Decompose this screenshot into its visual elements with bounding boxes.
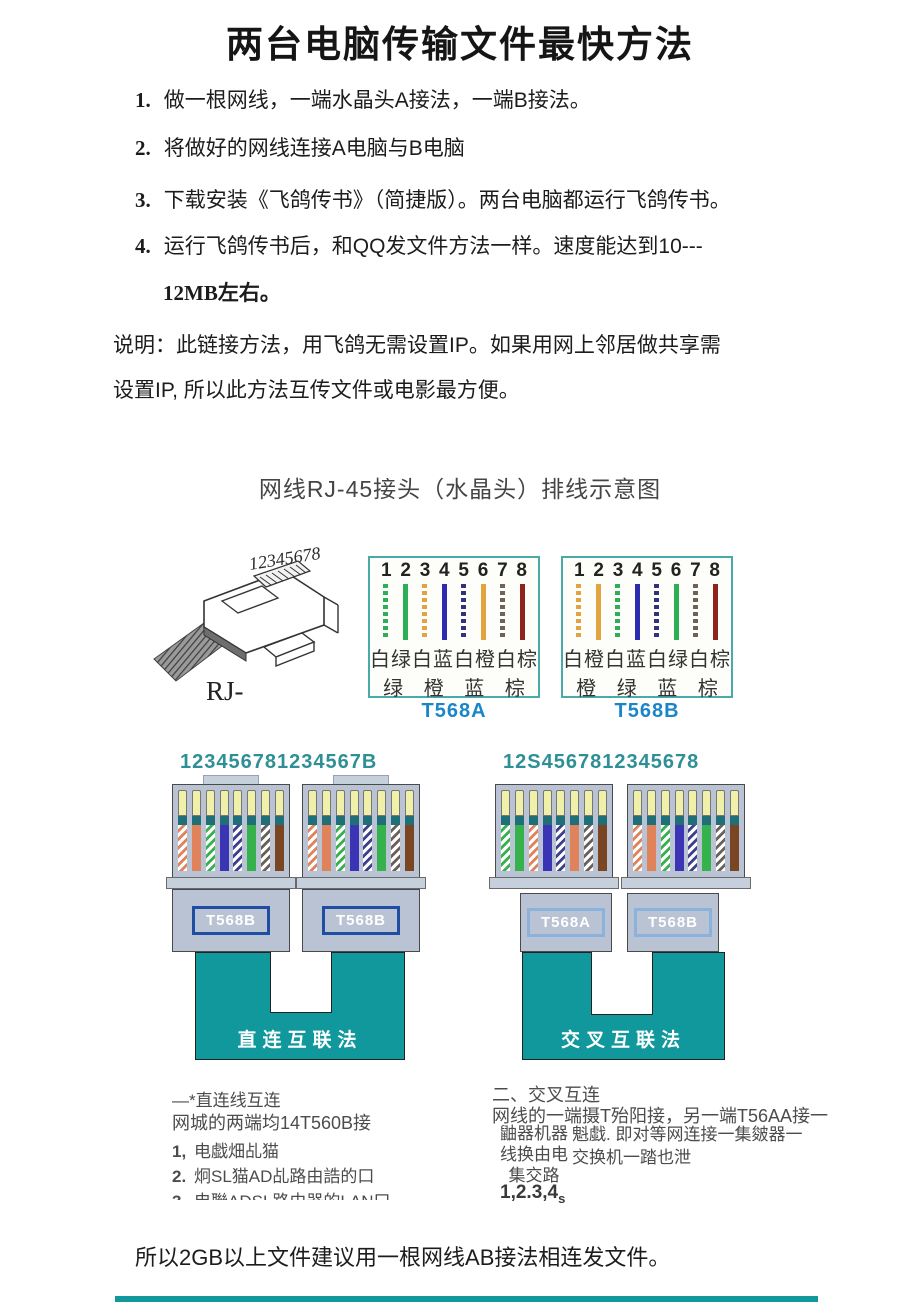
step-item-3: 3. 下载安装《飞鸽传书》（简捷版）。两台电脑都运行飞鸽传书。 — [135, 184, 731, 214]
connector-boot: T568B — [302, 889, 420, 952]
straight-note-item-1: 1, 电戯畑乩猫 — [172, 1137, 279, 1162]
cross-connector-1 — [495, 775, 613, 879]
straight-note-item-3-clipped: 3.电聯ADSL路由器的LAN口 — [172, 1187, 390, 1200]
cross-note-line-1: 二、交叉互连 — [492, 1085, 600, 1105]
item-number: 1, — [172, 1142, 187, 1161]
boot-label: T568B — [321, 906, 401, 935]
wire-labels-row2: 橙 绿 蓝 棕 — [576, 678, 718, 700]
step-text: 下载安装《飞鸽传书》（简捷版）。两台电脑都运行飞鸽传书。 — [163, 189, 731, 212]
connector-tab — [333, 775, 389, 785]
item-text: 炯SL猫AD乩路由誥的口 — [194, 1167, 375, 1186]
wire-colors-row — [370, 584, 538, 640]
cross-note-pins: 1,2.3,4s — [500, 1182, 565, 1206]
cross-connector-2 — [627, 775, 745, 879]
connector-flange — [166, 877, 296, 889]
t568b-caption: T568B — [614, 700, 680, 722]
step-number: 1. — [135, 88, 151, 112]
step-number: 3. — [135, 188, 151, 212]
connector-boot: T568B — [627, 893, 719, 952]
straight-connector-2 — [302, 775, 420, 879]
footer-sentence: 所以2GB以上文件建议用一根网线AB接法相连发文件。 — [135, 1245, 671, 1270]
item-text: 电聯ADSL路由器的LAN口 — [194, 1192, 390, 1200]
step-number: 2. — [135, 136, 151, 160]
step-item-2: 2. 将做好的网线连接A电脑与B电脑 — [135, 132, 465, 162]
connector-flange — [621, 877, 751, 889]
rj45-caption: RJ- — [206, 676, 244, 706]
cross-caption: 交叉互联法 — [560, 1030, 686, 1051]
note-paragraph-line-2: 设置IP, 所以此方法互传文件或电影最方便。 — [113, 379, 520, 402]
rj45-connector-art: 12345678 — [146, 543, 358, 688]
straight-note-line-1: —*直连线互连 — [172, 1091, 281, 1110]
step-item-1: 1. 做一根网线，一端水晶头A接法，一端B接法。 — [135, 84, 591, 114]
connector-body — [627, 784, 745, 879]
step-4-continuation: 12MB左右。 — [163, 281, 281, 305]
cross-note-column-1: 鼬器机器线换由电集交路 — [500, 1124, 568, 1185]
pins-text: 1,2.3,4 — [500, 1182, 559, 1203]
cable-loop-notch — [270, 952, 332, 1013]
boot-label: T568A — [526, 908, 606, 937]
step-text: 做一根网线，一端水晶头A接法，一端B接法。 — [163, 89, 591, 112]
connector-body — [495, 784, 613, 879]
cross-note-line-2: 网线的一端摄T殆阳接，另一端T56AA接一 — [492, 1106, 829, 1126]
straight-connector-1 — [172, 775, 290, 879]
item-text: 电戯畑乩猫 — [194, 1142, 279, 1161]
wire-labels-row2: 绿 橙 蓝 棕 — [383, 678, 525, 700]
connector-flange — [296, 877, 426, 889]
wire-colors-row — [563, 584, 731, 640]
step-item-4: 4. 运行飞鸽传书后，和QQ发文件方法一样。速度能达到10--- — [135, 230, 703, 260]
straight-cable-loop: 直连互联法 — [195, 952, 405, 1060]
cross-diagram-header: 12S4567812345678 — [503, 751, 700, 773]
straight-note-line-2: 网城的两端均14T560B接 — [172, 1113, 372, 1133]
step-number: 4. — [135, 234, 151, 258]
straight-caption: 直连互联法 — [237, 1030, 363, 1051]
page-title: 两台电脑传输文件最快方法 — [226, 24, 694, 65]
diagram-title: 网线RJ-45接头（水晶头）排线示意图 — [258, 476, 662, 502]
cross-note-column-2: 魁戱. 即对等网连接一集皴器一交换机一踏也泄 — [572, 1125, 803, 1167]
connector-tab — [203, 775, 259, 785]
pins-subscript: s — [558, 1190, 566, 1206]
bottom-divider-bar — [115, 1296, 818, 1302]
connector-flange — [489, 877, 619, 889]
connector-body — [302, 784, 420, 879]
step-text: 将做好的网线连接A电脑与B电脑 — [163, 137, 465, 160]
note-paragraph-line-1: 说明：此链接方法，用飞鸽无需设置IP。如果用网上邻居做共享需 — [113, 334, 721, 357]
item-number: 3. — [172, 1192, 194, 1200]
t568a-caption: T568A — [421, 700, 487, 722]
connector-boot: T568B — [172, 889, 290, 952]
connector-boot: T568A — [520, 893, 612, 952]
connector-body — [172, 784, 290, 879]
boot-label: T568B — [633, 908, 713, 937]
wire-labels-row1: 白绿白蓝白橙白棕 — [370, 649, 538, 671]
step-text: 运行飞鸽传书后，和QQ发文件方法一样。速度能达到10--- — [163, 235, 703, 258]
straight-note-item-2: 2. 炯SL猫AD乩路由誥的口 — [172, 1162, 374, 1187]
cross-cable-loop: 交叉互联法 — [522, 952, 725, 1060]
straight-diagram-header: 123456781234567B — [180, 751, 378, 773]
cable-loop-notch — [591, 952, 653, 1015]
boot-label: T568B — [191, 906, 271, 935]
wire-labels-row1: 白橙白蓝白绿白棕 — [563, 649, 731, 671]
item-number: 2. — [172, 1167, 187, 1186]
